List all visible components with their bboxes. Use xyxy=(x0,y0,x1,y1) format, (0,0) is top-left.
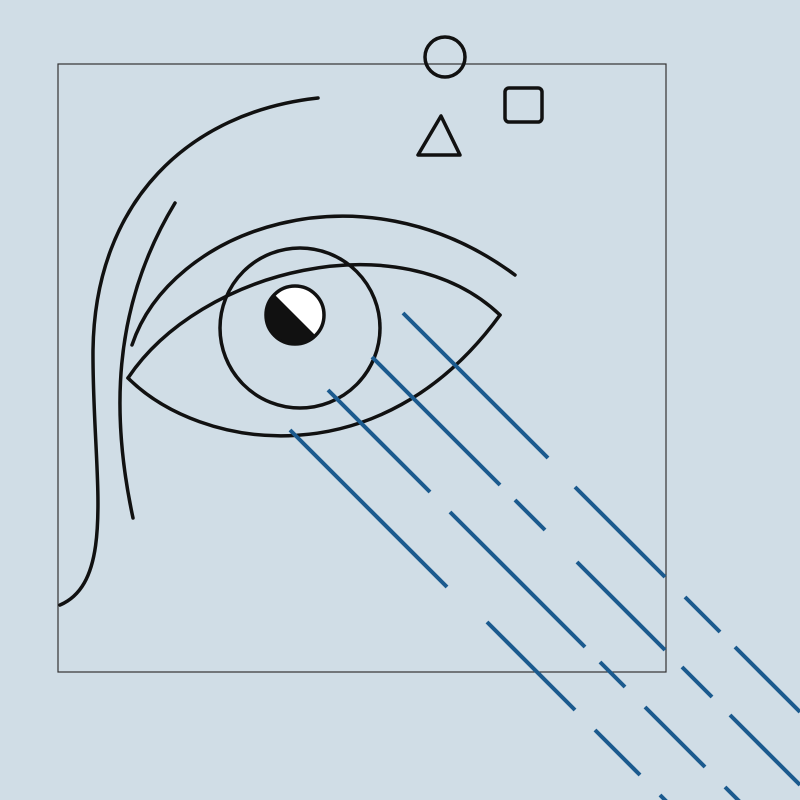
ray-4-segment xyxy=(593,728,642,777)
ray-1-segment xyxy=(573,485,667,579)
frame-border xyxy=(57,63,667,673)
small-square-icon xyxy=(503,86,544,124)
upper-eyelid xyxy=(126,262,502,380)
ray-2-segment xyxy=(680,665,714,699)
iris xyxy=(218,246,382,410)
pupil xyxy=(264,284,326,346)
ray-1-segment xyxy=(733,645,800,714)
ray-2-segment xyxy=(513,498,547,532)
small-triangle-icon xyxy=(416,114,462,157)
ray-4-segment xyxy=(288,428,449,589)
brow-crease xyxy=(130,214,517,347)
ray-2-segment xyxy=(575,560,667,652)
light-rays xyxy=(288,311,800,800)
face-contour xyxy=(58,96,320,607)
ray-4-segment xyxy=(658,793,668,800)
ray-1-segment xyxy=(683,595,722,634)
ray-3-segment xyxy=(598,660,627,689)
ray-3-segment xyxy=(326,388,432,494)
cheek-line xyxy=(118,201,177,520)
ray-4-segment xyxy=(485,620,577,712)
ray-3-segment xyxy=(448,510,587,649)
ray-3-segment xyxy=(643,705,707,769)
small-circle-icon xyxy=(423,35,467,79)
ray-2-segment xyxy=(370,355,502,487)
ray-1-segment xyxy=(401,311,550,460)
ray-2-segment xyxy=(728,713,800,787)
